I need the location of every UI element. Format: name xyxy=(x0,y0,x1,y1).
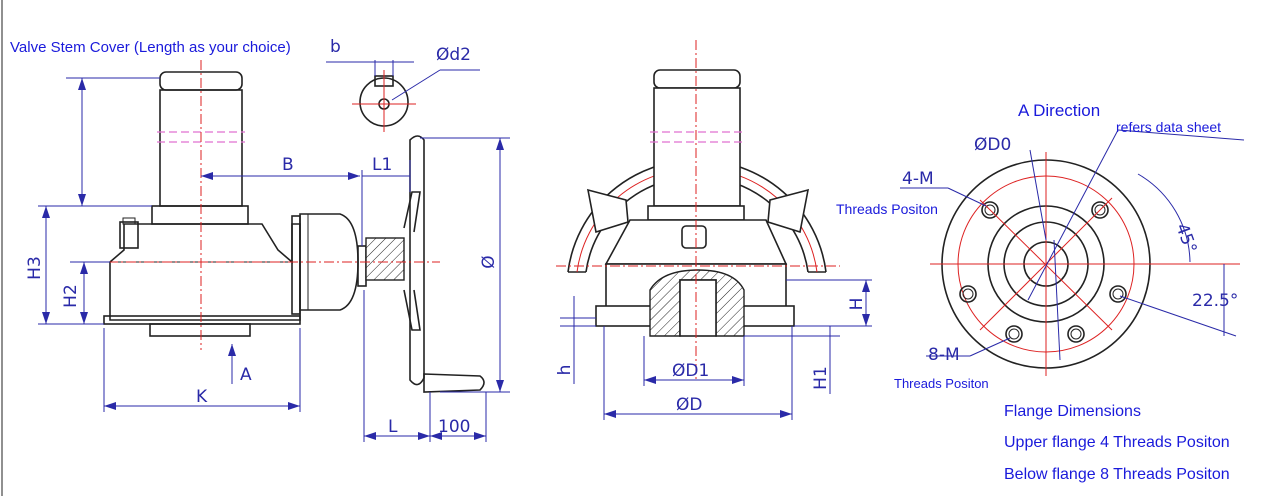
note-threads-8: Threads Positon xyxy=(894,376,989,391)
handwheel-rim xyxy=(409,135,425,386)
note-upper-flange: Upper flange 4 Threads Positon xyxy=(1004,434,1230,451)
dim-L: L xyxy=(388,417,398,437)
side-view: b Ød2 B L1 H3 H2 Ø A K L 100 xyxy=(25,37,510,442)
dim-D1: ØD1 xyxy=(672,361,709,381)
note-refers-data-sheet: refers data sheet xyxy=(1116,119,1221,135)
shaft-collar xyxy=(357,245,367,287)
dim-H1: H1 xyxy=(811,366,831,390)
dim-4M: 4-M xyxy=(902,169,934,189)
dim-100: 100 xyxy=(438,417,470,437)
note-threads-4: Threads Positon xyxy=(836,201,938,217)
spoke-right xyxy=(767,188,810,234)
dim-b: b xyxy=(330,37,341,57)
handwheel-handle xyxy=(423,373,485,393)
handwheel-spokes xyxy=(403,191,421,331)
grease-plug-cap xyxy=(122,217,136,225)
dim-phi: Ø xyxy=(479,255,499,268)
dim-d2: Ød2 xyxy=(436,45,471,65)
dim-22-5deg: 22.5° xyxy=(1192,291,1238,311)
upper-flange xyxy=(151,205,249,225)
front-plug xyxy=(681,225,707,249)
dim-H2: H2 xyxy=(61,284,81,308)
dim-A: A xyxy=(240,365,252,385)
lower-bolt-holes xyxy=(959,285,1127,303)
stem-section-detail xyxy=(326,60,480,132)
dim-8M: 8-M xyxy=(928,345,960,365)
upper-bolt-holes xyxy=(981,201,1109,343)
dim-D0: ØD0 xyxy=(974,135,1011,155)
front-view: H h H1 ØD1 ØD xyxy=(555,40,872,420)
note-below-flange: Below flange 8 Threads Positon xyxy=(1004,466,1230,483)
dim-H3: H3 xyxy=(25,256,45,280)
dim-B: B xyxy=(282,155,294,175)
dim-h: h xyxy=(555,365,575,376)
dim-45deg: 45° xyxy=(1171,221,1200,256)
note-a-direction: A Direction xyxy=(1018,101,1100,120)
front-stem-tube xyxy=(653,87,741,207)
flange-view: ØD0 4-M 8-M 45° 22.5° xyxy=(900,129,1245,376)
note-stem-cover: Valve Stem Cover (Length as your choice) xyxy=(10,39,291,56)
note-flange-dimensions: Flange Dimensions xyxy=(1004,403,1141,420)
grease-plug xyxy=(119,221,139,249)
dim-H: H xyxy=(847,298,867,311)
shaft-hub-section xyxy=(365,237,405,281)
dim-L1: L1 xyxy=(372,155,392,175)
dim-K: K xyxy=(196,387,208,407)
dim-D: ØD xyxy=(676,395,702,415)
spoke-left xyxy=(586,188,629,234)
bottom-spigot xyxy=(149,323,251,337)
front-stem-cap xyxy=(653,69,741,89)
worm-plate xyxy=(291,215,301,315)
